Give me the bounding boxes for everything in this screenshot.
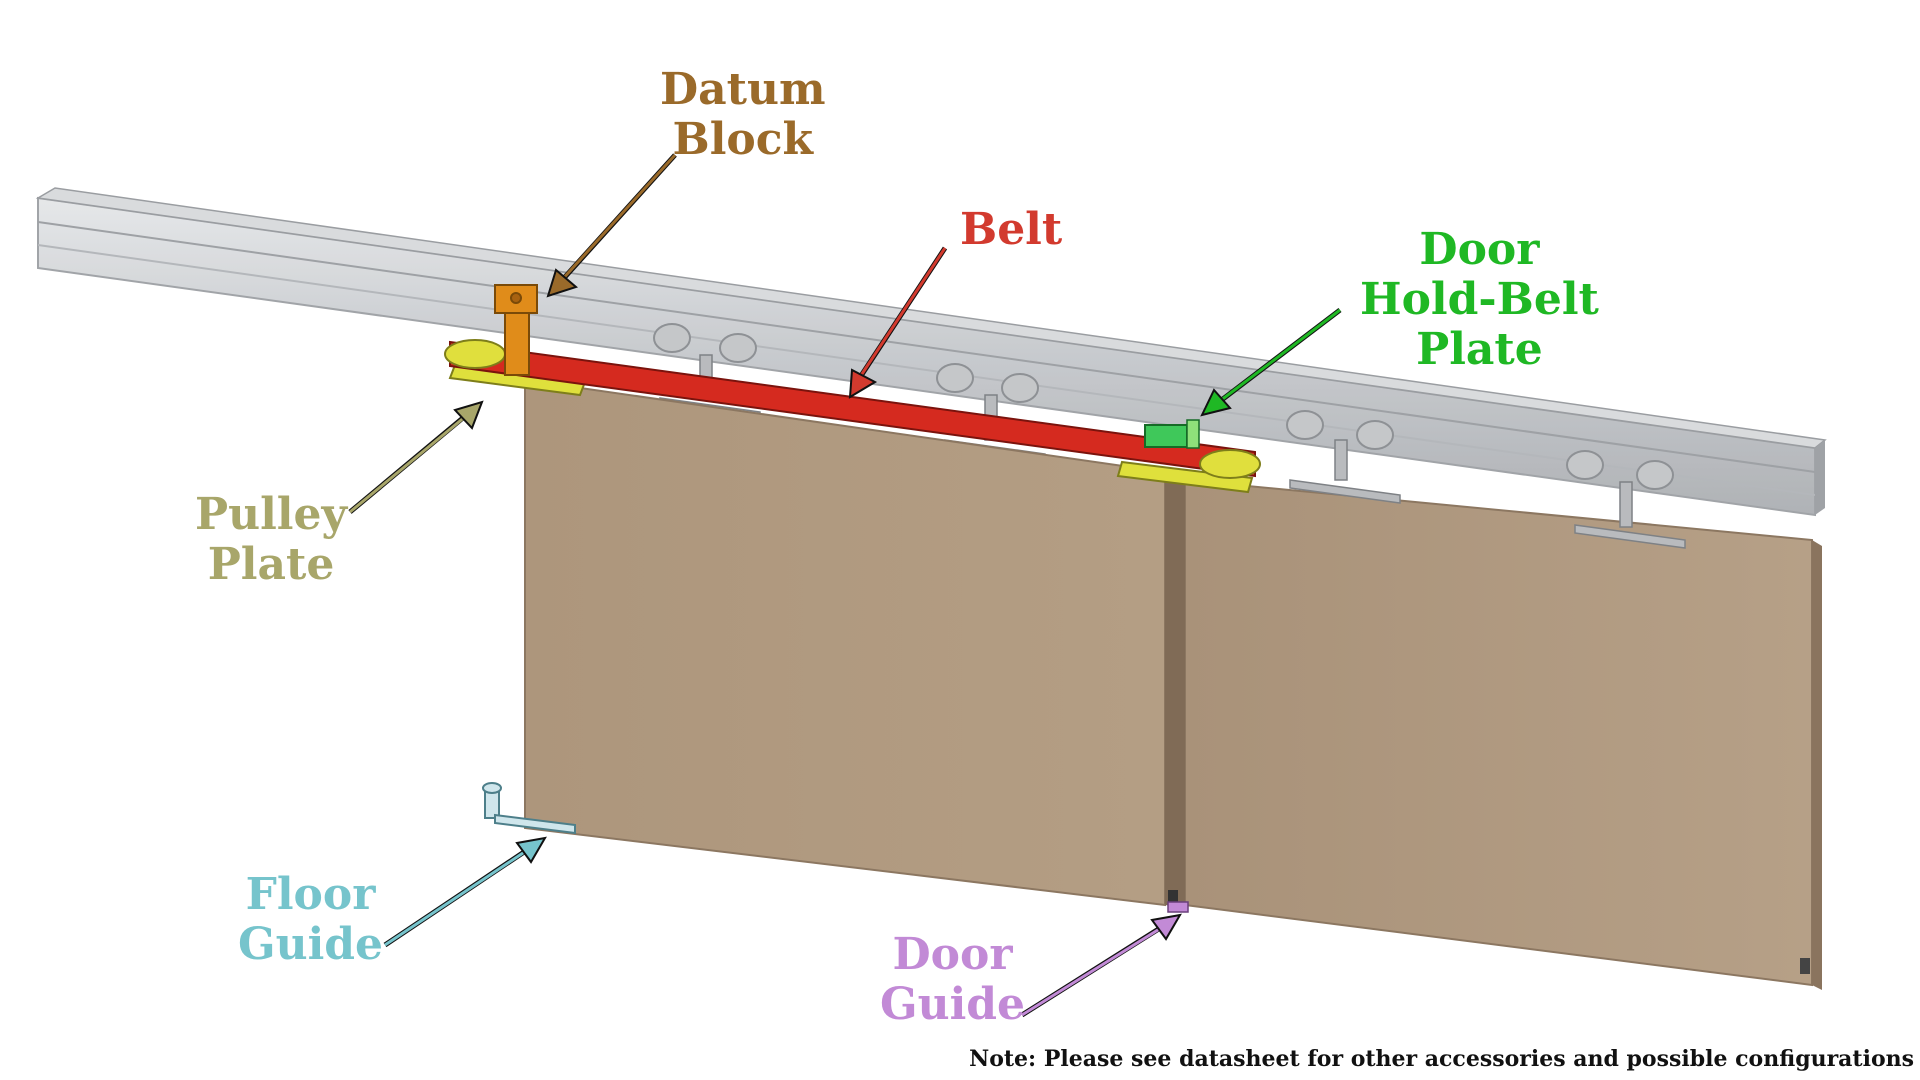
floor-guide-label: Floor Guide: [238, 870, 383, 970]
pulley-plate-label-line1: Pulley: [195, 489, 348, 540]
door-guide-label: Door Guide: [880, 930, 1025, 1030]
belt-label: Belt: [960, 205, 1062, 255]
floor-guide-arrow: [383, 836, 547, 948]
door-hold-belt-plate-label-line2: Hold-Belt: [1360, 274, 1599, 325]
belt: [444, 339, 1261, 479]
door-guide-part: [1167, 901, 1189, 913]
trolley-wheels: [653, 323, 1674, 490]
floor-guide-label-line2: Guide: [238, 919, 384, 970]
door-guide-label-line2: Guide: [880, 979, 1026, 1030]
floor-guide-part: [482, 782, 576, 835]
pulley-plate-arrow: [348, 400, 484, 514]
right-door-panel: [1184, 478, 1822, 990]
datum-block-label-line1: Datum: [660, 64, 826, 115]
belt-label-line1: Belt: [960, 204, 1063, 255]
door-hold-belt-plate-label-line3: Plate: [1416, 324, 1543, 375]
door-hold-belt-plate-arrow: [1200, 308, 1342, 417]
footnote: Note: Please see datasheet for other acc…: [969, 1046, 1914, 1072]
datum-block-label-line2: Block: [672, 114, 814, 165]
pulley-plate-label: Pulley Plate: [195, 490, 347, 590]
pulley-plate-label-line2: Plate: [207, 539, 335, 590]
belt-arrow: [848, 246, 948, 399]
door-guide-label-line1: Door: [892, 929, 1013, 980]
datum-block-arrow: [546, 153, 677, 298]
door-guide-arrow: [1020, 913, 1182, 1018]
door-hold-belt-plate-label-line1: Door: [1419, 224, 1540, 275]
door-hold-belt-plate-part: [1144, 419, 1200, 449]
datum-block-part: [494, 284, 538, 376]
floor-guide-label-line1: Floor: [245, 869, 376, 920]
left-door-panel: [524, 378, 1185, 908]
datum-block-label: Datum Block: [660, 65, 826, 165]
door-hold-belt-plate-label: Door Hold-Belt Plate: [1360, 225, 1599, 375]
